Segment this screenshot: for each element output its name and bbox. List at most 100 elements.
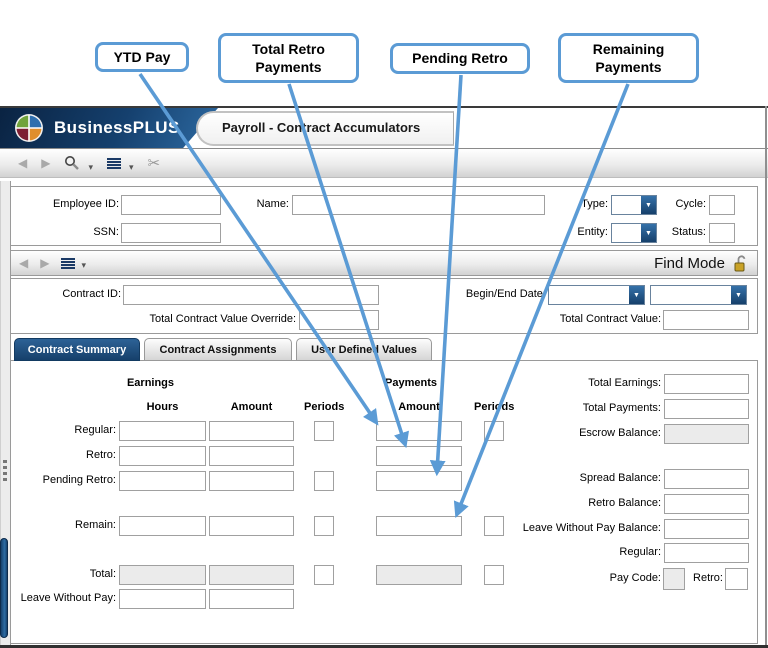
main-toolbar: ◀ ▶ ▾ ▾ ✂ <box>0 148 768 178</box>
chevron-down-icon[interactable]: ▼ <box>641 224 656 242</box>
search-icon <box>65 156 80 170</box>
total-row-label: Total: <box>89 568 116 580</box>
menu-icon <box>61 257 76 269</box>
name-input[interactable] <box>292 195 545 215</box>
menu-button[interactable] <box>107 157 121 169</box>
pay-code-label: Pay Code: <box>609 572 661 584</box>
entity-dropdown[interactable]: ▼ <box>611 223 657 243</box>
retro-payments-amount-input[interactable] <box>376 446 462 466</box>
pending-retro-amount-input[interactable] <box>209 471 294 491</box>
retro-code-box[interactable] <box>725 568 748 590</box>
status-label: Status: <box>671 226 706 238</box>
scissors-icon[interactable]: ✂ <box>147 155 161 172</box>
status-input[interactable] <box>709 223 735 243</box>
contract-id-label: Contract ID: <box>62 288 121 300</box>
regular-balance-input[interactable] <box>664 543 749 563</box>
regular-row-label: Regular: <box>74 424 116 436</box>
tab-contract-summary[interactable]: Contract Summary <box>14 338 140 361</box>
retro-hours-input[interactable] <box>119 446 206 466</box>
record-toolbar: ◀ ▶ ▾ Find Mode <box>10 250 758 276</box>
periods-column-header: Periods <box>304 401 345 413</box>
find-mode-status: Find Mode <box>654 254 725 272</box>
end-date-dropdown[interactable]: ▼ <box>650 285 747 305</box>
retro-balance-label: Retro Balance: <box>588 497 661 509</box>
remain-payments-amount-input[interactable] <box>376 516 462 536</box>
search-caret-icon[interactable]: ▾ <box>88 162 93 172</box>
back-icon[interactable]: ◀ <box>19 256 29 270</box>
total-payments-label: Total Payments: <box>582 402 661 414</box>
leave-without-pay-row-label: Leave Without Pay: <box>20 592 116 604</box>
retro-code-label: Retro: <box>693 572 723 584</box>
spread-balance-input[interactable] <box>664 469 749 489</box>
earnings-header: Earnings <box>126 377 175 389</box>
remain-hours-input[interactable] <box>119 516 206 536</box>
total-amount-input <box>209 565 294 585</box>
begin-end-date-label: Begin/End Date: <box>465 288 546 300</box>
payments-amount-column-header: Amount <box>398 401 440 413</box>
escrow-balance-input <box>664 424 749 444</box>
employee-header-panel: Employee ID: Name: Type: ▼ Cycle: SSN: E… <box>10 186 758 246</box>
contract-id-input[interactable] <box>123 285 379 305</box>
employee-id-input[interactable] <box>121 195 221 215</box>
left-scrollbar-thumb[interactable] <box>0 538 8 638</box>
total-earnings-input[interactable] <box>664 374 749 394</box>
pending-retro-hours-input[interactable] <box>119 471 206 491</box>
remain-payments-periods-box[interactable] <box>484 516 504 536</box>
hours-column-header: Hours <box>146 401 179 413</box>
forward-icon[interactable]: ▶ <box>40 256 50 270</box>
entity-label: Entity: <box>577 226 608 238</box>
retro-balance-input[interactable] <box>664 494 749 514</box>
leave-without-pay-balance-input[interactable] <box>664 519 749 539</box>
regular-hours-input[interactable] <box>119 421 206 441</box>
callout-ytd-pay: YTD Pay <box>95 42 189 72</box>
pending-retro-payments-amount-input[interactable] <box>376 471 462 491</box>
page-title: Payroll - Contract Accumulators <box>196 111 454 146</box>
search-button[interactable] <box>64 155 80 171</box>
chevron-down-icon[interactable]: ▼ <box>629 286 644 304</box>
menu-caret-icon[interactable]: ▾ <box>81 260 86 270</box>
total-payments-periods-box[interactable] <box>484 565 504 585</box>
remain-row-label: Remain: <box>75 519 116 531</box>
employee-id-label: Employee ID: <box>52 198 119 210</box>
back-icon[interactable]: ◀ <box>18 156 28 170</box>
retro-amount-input[interactable] <box>209 446 294 466</box>
businessplus-logo-icon <box>15 114 43 142</box>
amount-column-header: Amount <box>230 401 273 413</box>
regular-balance-label: Regular: <box>619 546 661 558</box>
total-payments-input[interactable] <box>664 399 749 419</box>
tab-user-defined-values[interactable]: User Defined Values <box>296 338 432 361</box>
type-label: Type: <box>581 198 608 210</box>
pending-retro-periods-box[interactable] <box>314 471 334 491</box>
menu-caret-icon[interactable]: ▾ <box>129 162 134 172</box>
forward-icon[interactable]: ▶ <box>41 156 51 170</box>
retro-row-label: Retro: <box>86 449 116 461</box>
total-contract-value-override-input[interactable] <box>299 310 379 330</box>
ssn-input[interactable] <box>121 223 221 243</box>
chevron-down-icon[interactable]: ▼ <box>731 286 746 304</box>
contract-summary-panel: Earnings Payments Hours Amount Periods A… <box>10 360 758 644</box>
callout-pending-retro: Pending Retro <box>390 43 530 74</box>
cycle-input[interactable] <box>709 195 735 215</box>
total-periods-box[interactable] <box>314 565 334 585</box>
regular-periods-box[interactable] <box>314 421 334 441</box>
total-hours-input <box>119 565 206 585</box>
unlock-icon[interactable] <box>733 254 747 272</box>
leave-without-pay-hours-input[interactable] <box>119 589 206 609</box>
type-dropdown[interactable]: ▼ <box>611 195 657 215</box>
total-payments-amount-input <box>376 565 462 585</box>
remain-amount-input[interactable] <box>209 516 294 536</box>
tab-contract-assignments[interactable]: Contract Assignments <box>144 338 292 361</box>
splitter-grip-icon[interactable] <box>3 460 7 484</box>
callout-total-retro-payments: Total Retro Payments <box>218 33 359 83</box>
begin-date-dropdown[interactable]: ▼ <box>548 285 645 305</box>
remain-periods-box[interactable] <box>314 516 334 536</box>
total-contract-value-input[interactable] <box>663 310 749 330</box>
regular-payments-amount-input[interactable] <box>376 421 462 441</box>
total-contract-value-override-label: Total Contract Value Override: <box>149 313 296 325</box>
menu-button[interactable] <box>61 257 76 269</box>
leave-without-pay-amount-input[interactable] <box>209 589 294 609</box>
total-earnings-label: Total Earnings: <box>588 377 661 389</box>
chevron-down-icon[interactable]: ▼ <box>641 196 656 214</box>
regular-amount-input[interactable] <box>209 421 294 441</box>
